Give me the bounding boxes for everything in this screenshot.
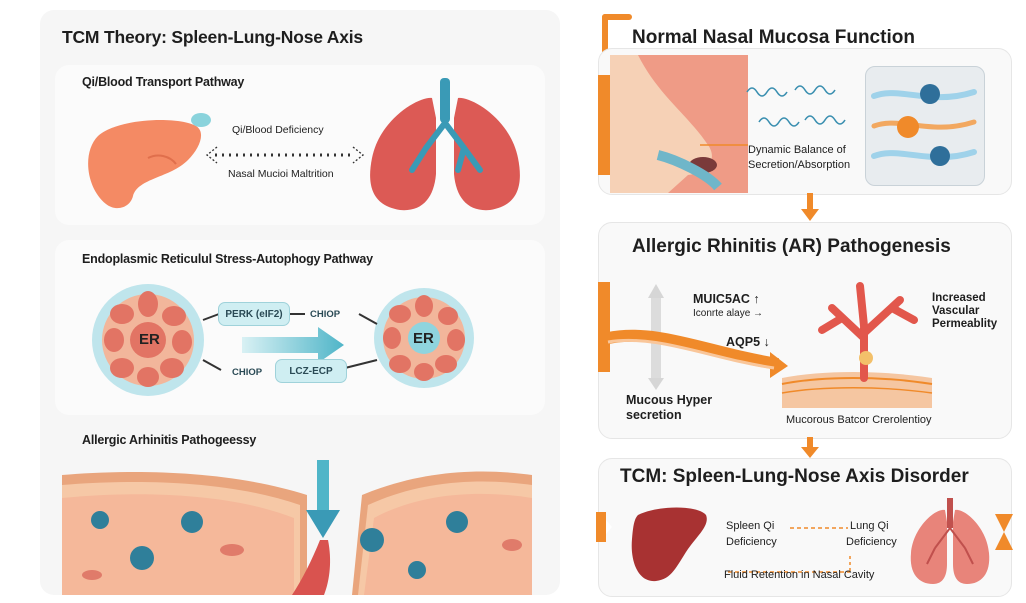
- vascular-line2: Vascular: [932, 305, 979, 318]
- perk-pill: PERK (eIF2): [218, 302, 290, 326]
- lungs-illustration: [360, 78, 530, 218]
- muc5ac-sub-label: Iconrte alaye →: [693, 308, 763, 319]
- liver-illustration: [78, 108, 218, 218]
- qi-blood-heading: Qi/Blood Transport Pathway: [82, 75, 244, 89]
- muc5ac-label: MUIC5AC ↑: [693, 292, 760, 306]
- arrow-card2-card3: [800, 437, 820, 459]
- dynamic-balance-pointer: [700, 140, 750, 150]
- aqp5-label: AQP5 ↓: [726, 335, 770, 349]
- lung-qi-line1: Lung Qi: [850, 520, 889, 533]
- tcm-disorder-title: TCM: Spleen-Lung-Nose Axis Disorder: [620, 466, 969, 488]
- arrow-card1-card2: [800, 193, 820, 223]
- mucous-hyper-line1: Mucous Hyper: [626, 393, 712, 407]
- er-label-left: ER: [139, 331, 160, 348]
- lcz-ecp-pill: LCZ-ECP: [275, 359, 347, 383]
- vascular-illustration: [782, 278, 932, 408]
- fluid-retention-label: Fluid Retention in Nasal Cavity: [724, 569, 874, 582]
- mucous-hyper-line2: secretion: [626, 408, 682, 422]
- card3-orange-bracket-left: [596, 512, 616, 542]
- vascular-line3: Permeablity: [932, 318, 997, 331]
- qi-blood-deficiency-label: Qi/Blood Deficiency: [232, 124, 324, 137]
- dynamic-balance-line1: Dynamic Balance of: [748, 144, 846, 157]
- nose-crosssection: [598, 55, 748, 193]
- normal-mucosa-title: Normal Nasal Mucosa Function: [632, 27, 915, 49]
- dynamic-balance-line2: Secretion/Absorption: [748, 159, 850, 172]
- spleen-qi-line1: Spleen Qi: [726, 520, 774, 533]
- lung-qi-line2: Deficiency: [846, 536, 897, 549]
- qi-blood-arrow: [205, 145, 365, 165]
- spleen-liver-illustration: [628, 505, 710, 585]
- right-orange-bracket-top: [602, 14, 632, 20]
- spleen-qi-line2: Deficiency: [726, 536, 777, 549]
- vascular-line1: Increased: [932, 292, 986, 305]
- pathogen-icons: [870, 72, 978, 180]
- er-stress-heading: Endoplasmic Reticulul Stress-Autophogy P…: [82, 252, 373, 266]
- chiop-top-label: CHIOP: [310, 309, 340, 320]
- ar-pathogenesis-title: Allergic Rhinitis (AR) Pathogenesis: [632, 236, 951, 258]
- mucus-strands: [745, 80, 855, 140]
- card3-orange-hourglass: [993, 512, 1015, 552]
- chiop-bottom-label: CHIOP: [232, 367, 262, 378]
- mucorous-label: Mucorous Batcor Crerolentioy: [786, 414, 932, 427]
- left-title: TCM Theory: Spleen-Lung-Nose Axis: [62, 27, 363, 48]
- lungs-small-illustration: [905, 498, 995, 588]
- allergic-heading: Allergic Arhinitis Pathogeessy: [82, 433, 256, 447]
- nasal-malnutrition-label: Nasal Mucioi Maltrition: [228, 168, 334, 181]
- nasal-tissue-illustration: [62, 450, 532, 595]
- er-label-right: ER: [413, 330, 434, 347]
